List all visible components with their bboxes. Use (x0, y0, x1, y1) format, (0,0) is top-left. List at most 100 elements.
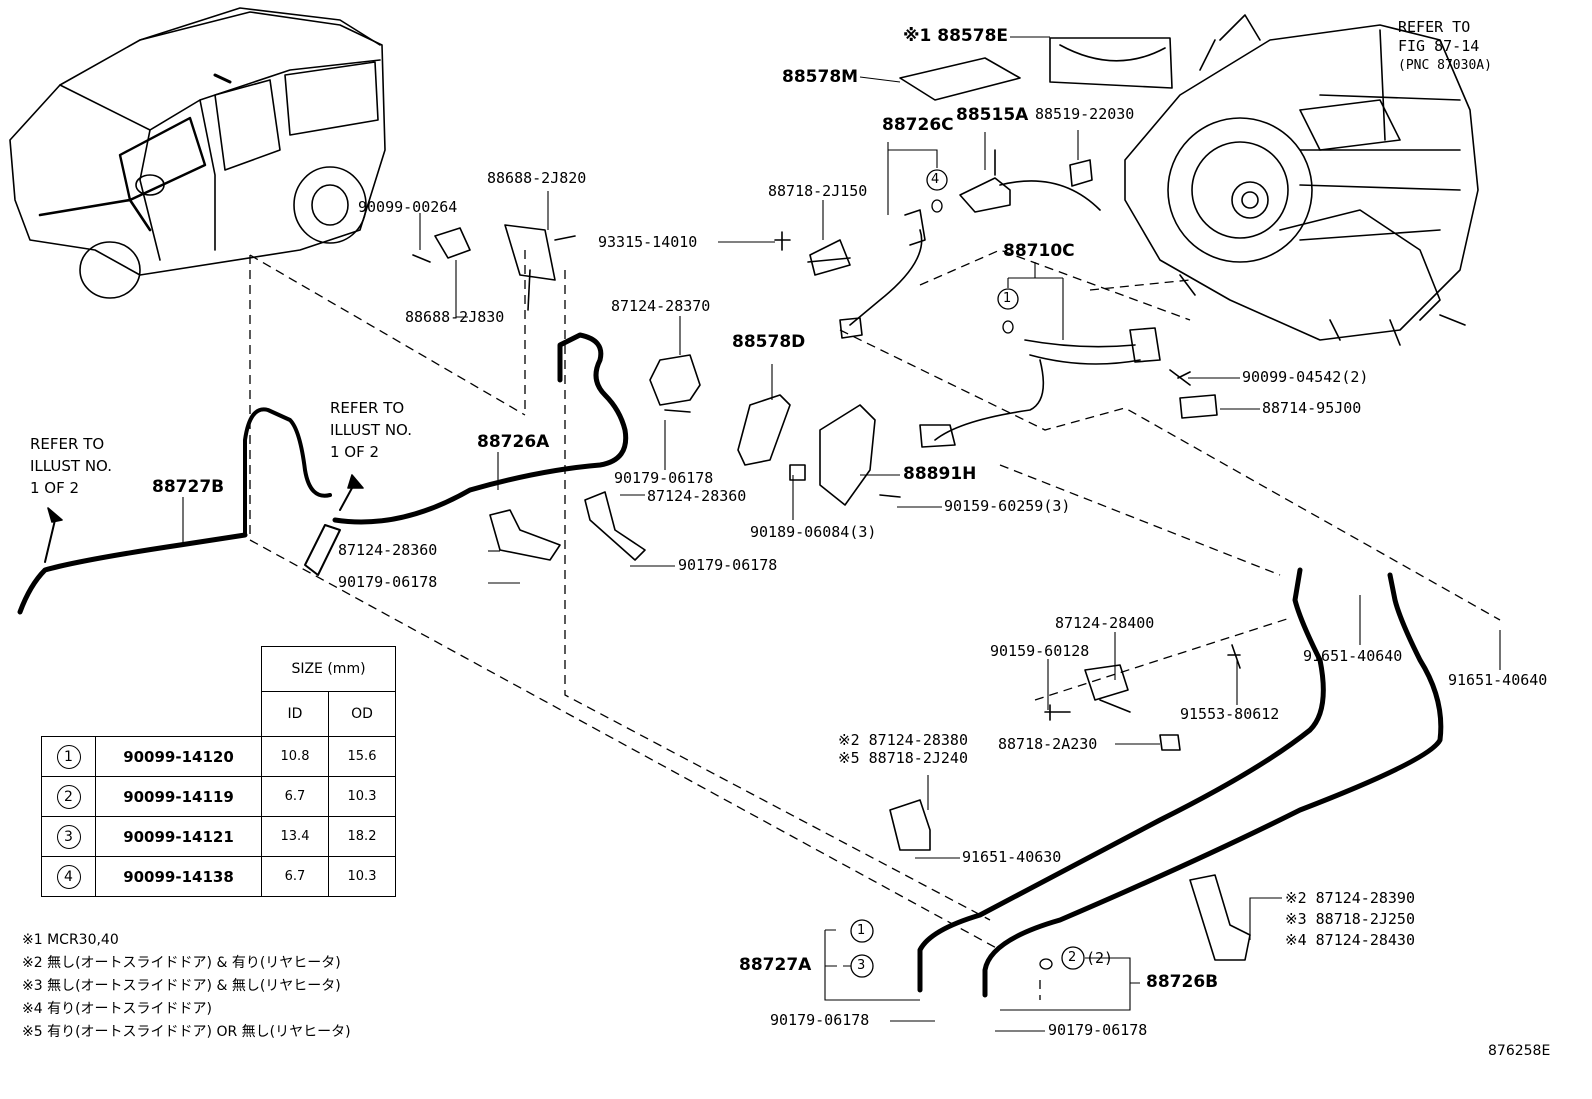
footnote-1: ※1 MCR30,40 (22, 932, 119, 948)
leader-lines (182, 36, 1501, 1032)
part-label-88727A: 88727A (739, 955, 812, 975)
part-label-87124-28360: 87124-28360 (338, 541, 438, 559)
callout-2: 2 (1068, 950, 1077, 965)
row-part: 90099-14119 (95, 776, 262, 817)
part-label-91651-40630: 91651-40630 (962, 848, 1062, 866)
part-label-88688-2J830: 88688-2J830 (405, 308, 505, 326)
quantity-label: (2) (1086, 949, 1114, 967)
part-label-88688-2J820: 88688-2J820 (487, 169, 587, 187)
bracket-88688-2J820 (504, 224, 576, 311)
row-od: 10.3 (328, 776, 396, 817)
callout-1: 1 (1003, 291, 1012, 306)
part-label-87124-28400: 87124-28400 (1055, 614, 1155, 632)
bolt-93315 (774, 231, 791, 251)
part-label-91553-80612: 91553-80612 (1180, 705, 1280, 723)
pipe-88726B (982, 572, 1444, 998)
row-id: 10.8 (261, 736, 329, 777)
clamp-87124-28380 (889, 799, 931, 851)
part-label-91651-40640: 91651-40640 (1448, 671, 1548, 689)
clamp-88718-2J150 (807, 239, 851, 276)
part-label-88718-2A230: 88718-2A230 (998, 735, 1098, 753)
clip-88519 (1069, 159, 1093, 187)
bracket-87124-28360b (489, 509, 561, 561)
callout-1: 1 (857, 923, 866, 938)
pipe-88726A (332, 332, 629, 525)
part-label-88718-2J150: 88718-2J150 (768, 182, 868, 200)
row-id: 6.7 (261, 776, 329, 817)
part-label-90179-06178: 90179-06178 (338, 573, 438, 591)
part-label-87124-28380: ※2 87124-28380 (838, 731, 968, 749)
part-label-87124-28370: 87124-28370 (611, 297, 711, 315)
part-label-88710C: 88710C (1003, 241, 1075, 261)
part-label-87124-28390: ※2 87124-28390 (1285, 889, 1415, 907)
row-part: 90099-14120 (95, 736, 262, 777)
callout-4: 4 (931, 172, 940, 187)
row-ref: 1 (56, 744, 81, 769)
pipe-88727B (17, 532, 248, 615)
footnote-2: ※2 無し(オートスライドドア) & 有り(リヤヒータ) (22, 955, 341, 971)
hose-88710C (934, 339, 1141, 441)
table-row: 1 90099-14120 10.8 15.6 (41, 736, 396, 777)
row-ref: 2 (56, 784, 81, 809)
part-label-90099-04542: 90099-04542(2) (1242, 368, 1369, 386)
footnote-3: ※3 無し(オートスライドドア) & 無し(リヤヒータ) (22, 978, 341, 994)
callout-3: 3 (857, 958, 866, 973)
row-id: 13.4 (261, 816, 329, 857)
row-ref: 4 (56, 864, 81, 889)
row-ref: 3 (56, 824, 81, 849)
part-label-90189-06084: 90189-06084(3) (750, 523, 877, 541)
clamp-87124-28400 (1084, 664, 1131, 713)
part-label-88726A: 88726A (477, 432, 550, 452)
pad-88578M (899, 57, 1021, 101)
part-label-88718-2J240: ※5 88718-2J240 (838, 749, 968, 767)
part-label-88726C: 88726C (882, 115, 954, 135)
clip-88688-2J830 (412, 227, 471, 263)
row-od: 18.2 (328, 816, 396, 857)
col-od-header: OD (328, 691, 396, 737)
clamp-87124-28390 (1189, 874, 1251, 961)
table-row: 2 90099-14119 6.7 10.3 (41, 776, 396, 817)
size-header: SIZE (mm) (261, 646, 396, 692)
row-part: 90099-14138 (95, 856, 262, 897)
footnote-4: ※4 有り(オートスライドドア) (22, 1001, 213, 1017)
heater-unit-illustration (1124, 14, 1479, 346)
row-od: 15.6 (328, 736, 396, 777)
part-label-91651-40640: 91651-40640 (1303, 647, 1403, 665)
part-label-90159-60128: 90159-60128 (990, 642, 1090, 660)
duct-88578E (1049, 37, 1173, 89)
part-label-87124-28430: ※4 87124-28430 (1285, 931, 1415, 949)
part-label-90159-60259: 90159-60259(3) (944, 497, 1071, 515)
diagram-id: 876258E (1488, 1043, 1551, 1059)
part-label-88578M: 88578M (782, 67, 859, 87)
hose-size-table: SIZE (mm) ID OD 1 90099-14120 10.8 15.6 … (41, 646, 396, 897)
part-label-90099-00264: 90099-00264 (358, 198, 458, 216)
part-label-88519-22030: 88519-22030 (1035, 105, 1135, 123)
part-label-90179-06178: 90179-06178 (1048, 1021, 1148, 1039)
part-label-90179-06178: 90179-06178 (614, 469, 714, 487)
part-label-90179-06178: 90179-06178 (770, 1011, 870, 1029)
row-id: 6.7 (261, 856, 329, 897)
col-id-header: ID (261, 691, 329, 737)
dashed-guides (249, 249, 1501, 1000)
callout-circles (850, 169, 1085, 978)
grommet-88578D (737, 394, 791, 466)
part-label-88578E: ※1 88578E (903, 26, 1009, 46)
cover-88891H (819, 404, 876, 506)
part-label-88578D: 88578D (732, 332, 806, 352)
part-label-90179-06178: 90179-06178 (678, 556, 778, 574)
table-row: 4 90099-14138 6.7 10.3 (41, 856, 396, 897)
part-label-87124-28360: 87124-28360 (647, 487, 747, 505)
row-part: 90099-14121 (95, 816, 262, 857)
clamp-87124-28370 (649, 354, 701, 413)
vehicle-illustration (9, 7, 386, 299)
bracket-87124-28360 (584, 491, 646, 561)
part-label-93315-14010: 93315-14010 (598, 233, 698, 251)
pipe-88727A (917, 567, 1326, 993)
part-label-88714-95J00: 88714-95J00 (1262, 399, 1362, 417)
sensor-88515A (959, 149, 1011, 213)
part-label-88718-2J250: ※3 88718-2J250 (1285, 910, 1415, 928)
